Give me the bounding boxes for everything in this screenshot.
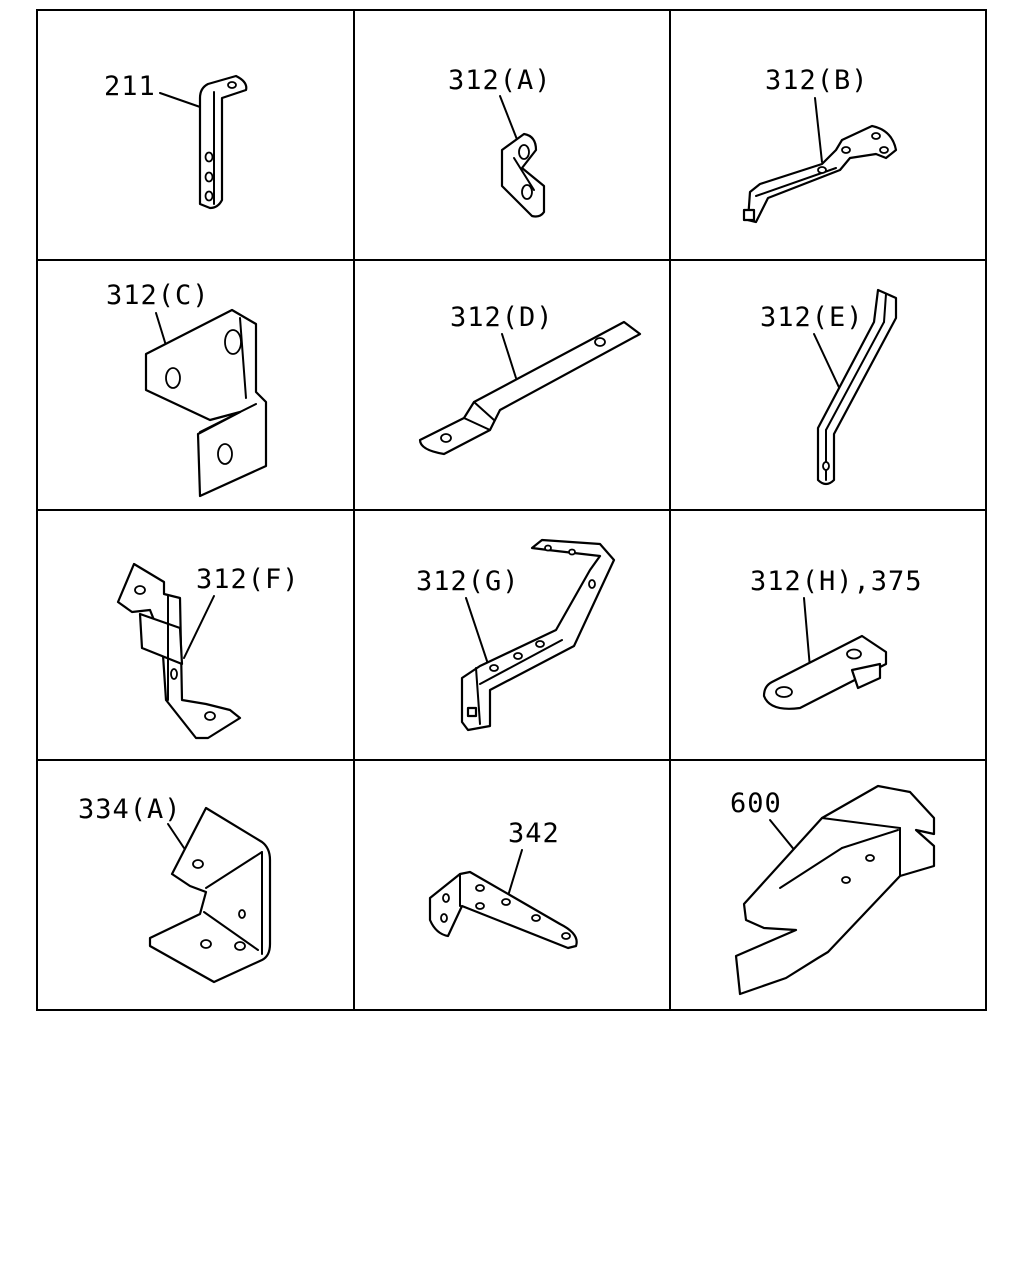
leader-line: [465, 597, 489, 665]
part-label-312-a: 312(A): [448, 65, 552, 96]
part-342[interactable]: 342: [428, 818, 578, 950]
leader-line: [183, 595, 215, 659]
part-label-600: 600: [730, 788, 782, 819]
part-312-h-375[interactable]: 312(H),375: [750, 566, 923, 710]
part-label-342: 342: [508, 818, 560, 849]
part-label-312-g: 312(G): [416, 566, 520, 597]
leader-line: [803, 597, 811, 669]
part-312-g[interactable]: 312(G): [416, 538, 616, 732]
part-600[interactable]: 600: [730, 784, 936, 996]
part-label-312-f: 312(F): [196, 564, 300, 595]
leader-line: [814, 97, 823, 163]
part-211[interactable]: 211: [104, 71, 248, 210]
leader-line: [507, 849, 523, 897]
part-label-312-h-375: 312(H),375: [750, 566, 923, 597]
part-label-211: 211: [104, 71, 156, 102]
part-label-312-c: 312(C): [106, 280, 210, 311]
part-334-a[interactable]: 334(A): [78, 794, 272, 984]
leader-line: [501, 333, 517, 379]
part-312-a[interactable]: 312(A): [448, 65, 552, 218]
part-label-312-b: 312(B): [765, 65, 869, 96]
leader-line: [499, 95, 519, 143]
part-312-d[interactable]: 312(D): [418, 302, 642, 456]
part-label-312-d: 312(D): [450, 302, 554, 333]
part-label-334-a: 334(A): [78, 794, 182, 825]
leader-line: [769, 819, 797, 853]
leader-line: [167, 823, 185, 849]
part-312-f[interactable]: 312(F): [116, 562, 300, 740]
part-label-312-e: 312(E): [760, 302, 864, 333]
catalog-grid: [36, 9, 987, 1011]
part-312-e[interactable]: 312(E): [760, 288, 898, 486]
part-312-c[interactable]: 312(C): [106, 280, 268, 498]
leader-line: [159, 92, 204, 109]
part-312-b[interactable]: 312(B): [742, 65, 898, 224]
